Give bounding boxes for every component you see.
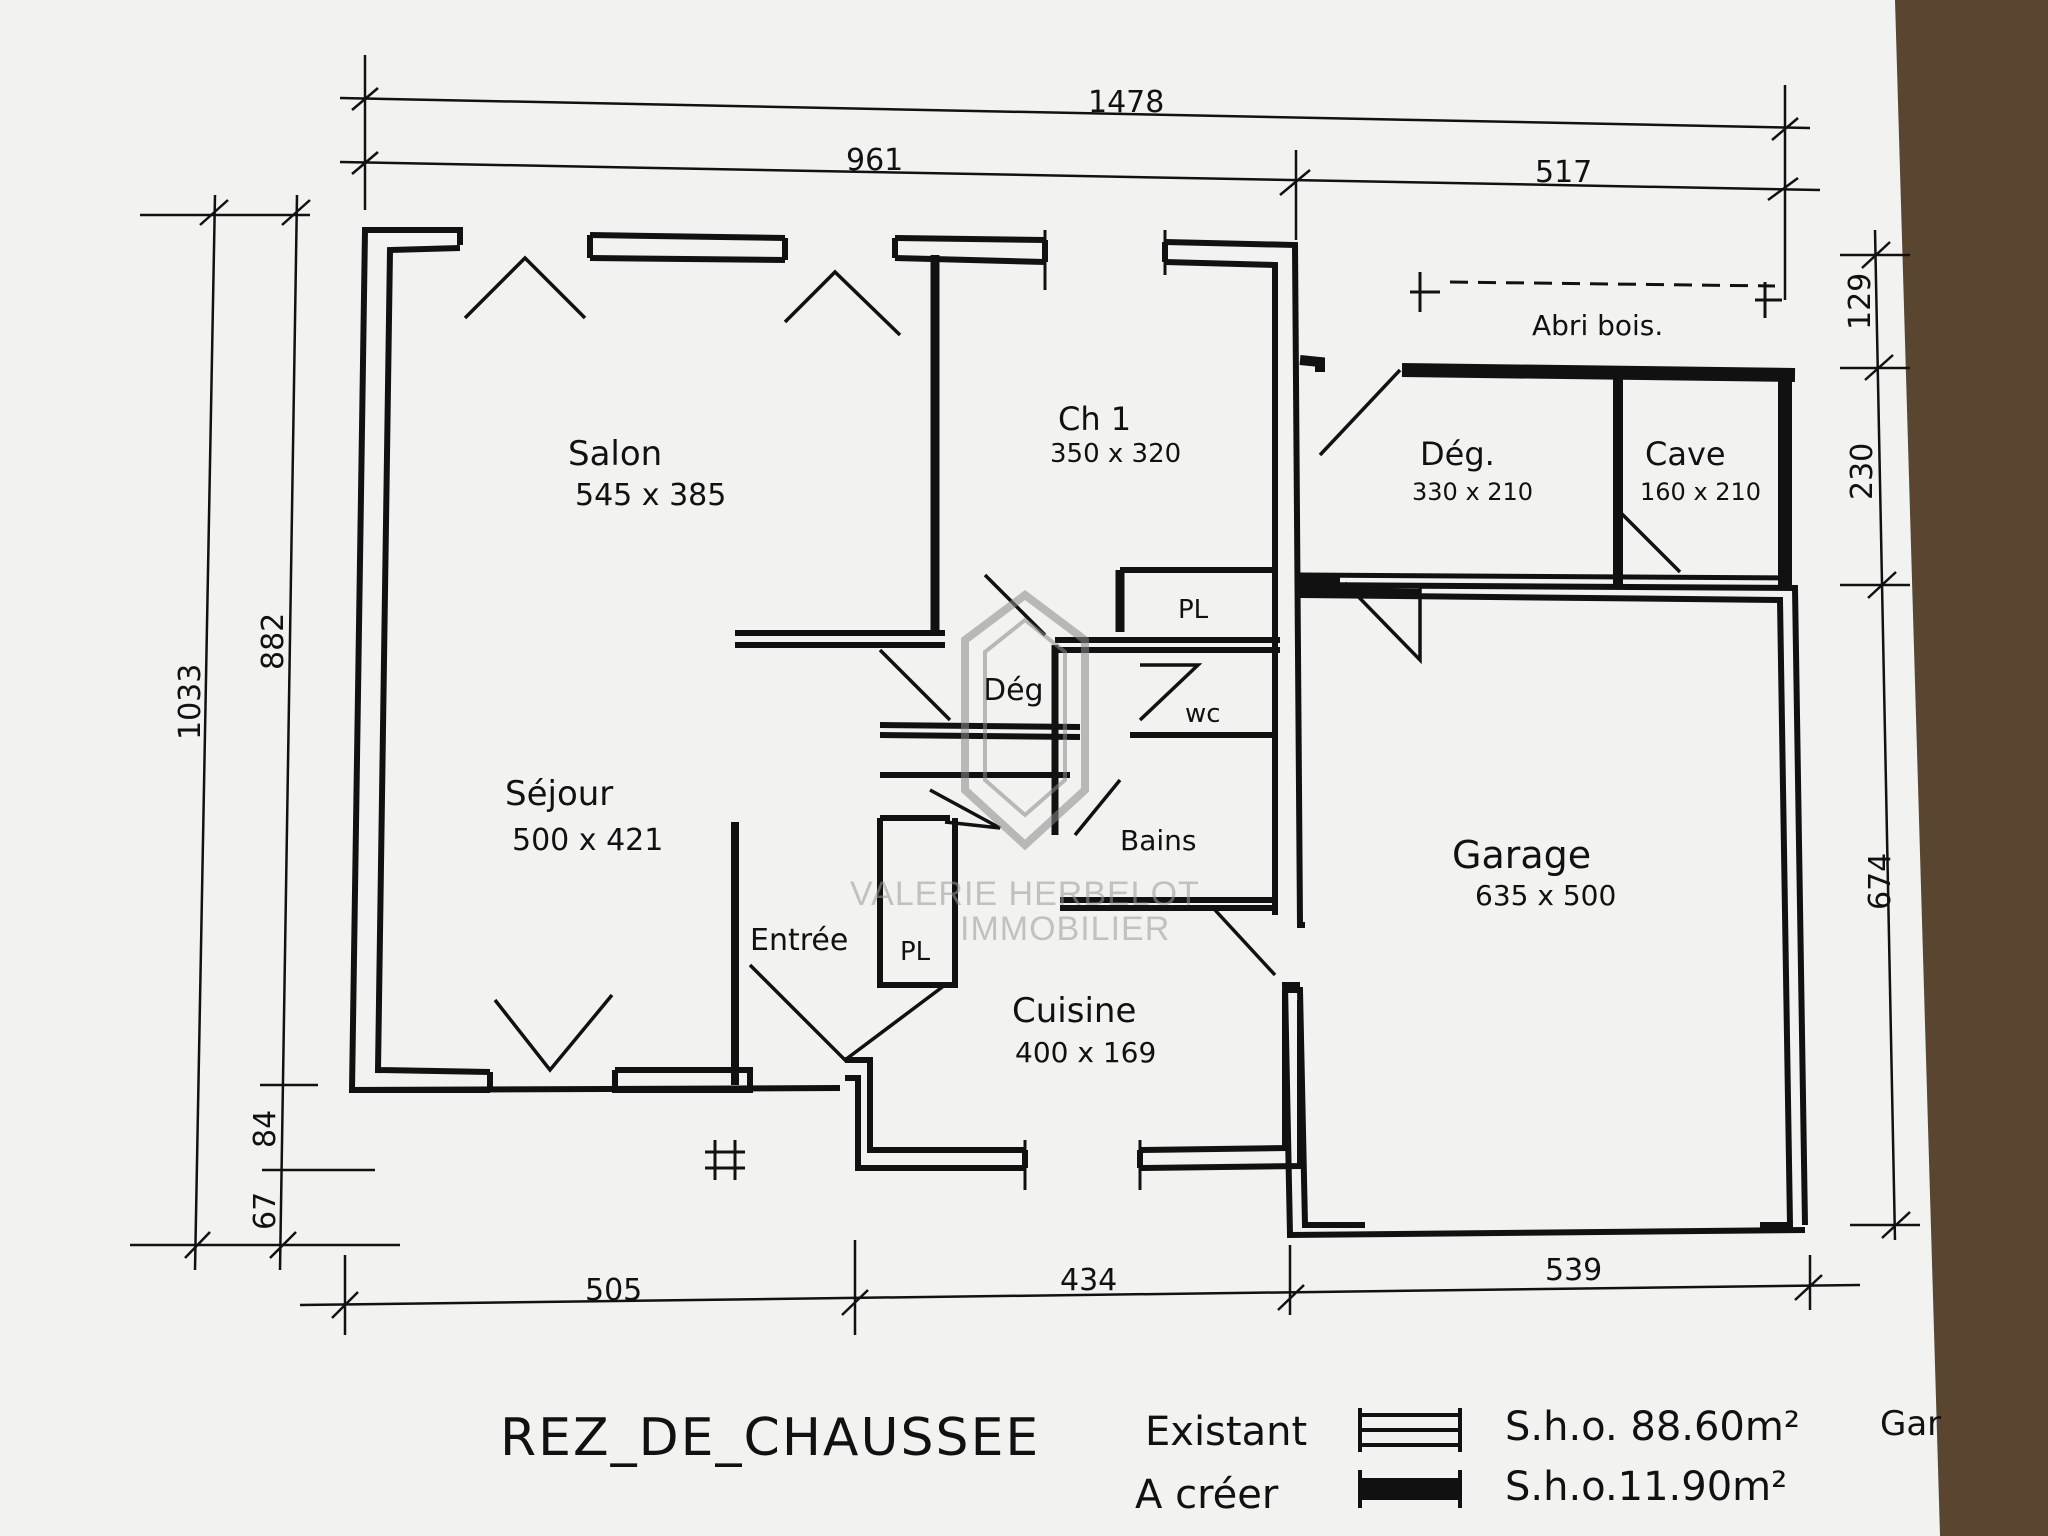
title-block: REZ_DE_CHAUSSEE Existant S.h.o. 88.60m² … (500, 1404, 1941, 1518)
room-sejour-size: 500 x 421 (512, 823, 663, 858)
room-abri-bois-name: Abri bois. (1532, 309, 1663, 342)
watermark-sub: IMMOBILIER (960, 910, 1170, 948)
room-pl-top-name: PL (1178, 595, 1209, 625)
room-ch1-size: 350 x 320 (1050, 439, 1181, 469)
window-marks (1023, 230, 1167, 1190)
watermark-name: VALERIE HERBELOT (850, 875, 1200, 913)
room-deg-top-size: 330 x 210 (1412, 478, 1533, 506)
dim-bottom-left: 505 (585, 1273, 642, 1308)
legend-a-creer-sho: S.h.o.11.90m² (1505, 1464, 1787, 1510)
dim-offset-67: 67 (248, 1192, 283, 1230)
door-swings (463, 255, 1682, 1073)
room-salon-name: Salon (568, 434, 662, 474)
room-cuisine-name: Cuisine (1012, 991, 1136, 1031)
dimension-labels: 1478 961 517 1033 882 129 230 674 84 67 … (173, 85, 1898, 1308)
legend-existant-sho: S.h.o. 88.60m² (1505, 1404, 1800, 1450)
plan-title: REZ_DE_CHAUSSEE (500, 1408, 1040, 1468)
dimension-lines (130, 55, 1920, 1335)
dim-offset-top-right: 129 (1843, 273, 1878, 330)
new-walls (1299, 355, 1796, 585)
room-deg-center-name: Dég (983, 673, 1044, 708)
room-pl-entry-name: PL (900, 937, 931, 967)
room-cave-size: 160 x 210 (1640, 478, 1761, 506)
dim-right-width: 517 (1535, 155, 1592, 190)
room-sejour-name: Séjour (505, 774, 613, 814)
dim-bottom-right: 539 (1545, 1253, 1602, 1288)
dim-cave-height: 230 (1845, 443, 1880, 500)
dim-left-width: 961 (846, 143, 903, 178)
hash-symbol (705, 1140, 745, 1180)
legend-a-creer-label: A créer (1135, 1472, 1279, 1518)
room-garage-size: 635 x 500 (1475, 879, 1616, 912)
room-entree-name: Entrée (750, 923, 848, 958)
room-cuisine-size: 400 x 169 (1015, 1036, 1156, 1069)
legend-cut-text: Gar (1880, 1404, 1941, 1444)
room-garage-name: Garage (1452, 833, 1591, 877)
room-salon-size: 545 x 385 (575, 478, 726, 513)
room-labels: Salon 545 x 385 Séjour 500 x 421 Ch 1 35… (505, 309, 1761, 1069)
dim-bottom-mid: 434 (1060, 1263, 1117, 1298)
room-deg-top-name: Dég. (1420, 435, 1495, 473)
room-ch1-name: Ch 1 (1058, 400, 1131, 438)
abri-bois-outline (1410, 272, 1782, 318)
room-wc-name: wc (1185, 699, 1221, 729)
dim-offset-84: 84 (248, 1110, 283, 1148)
dim-garage-height: 674 (1863, 853, 1898, 910)
legend-a-creer-symbol (1358, 1470, 1462, 1508)
watermark: VALERIE HERBELOT IMMOBILIER (850, 590, 1200, 948)
dim-total-height: 1033 (173, 664, 208, 740)
dim-total-width: 1478 (1088, 85, 1164, 120)
legend-existant-label: Existant (1145, 1409, 1307, 1455)
room-bains-name: Bains (1120, 824, 1196, 857)
legend-existant-symbol (1358, 1408, 1462, 1452)
existing-walls (348, 227, 1808, 1239)
dim-main-height: 882 (256, 613, 291, 670)
room-cave-name: Cave (1645, 435, 1726, 473)
